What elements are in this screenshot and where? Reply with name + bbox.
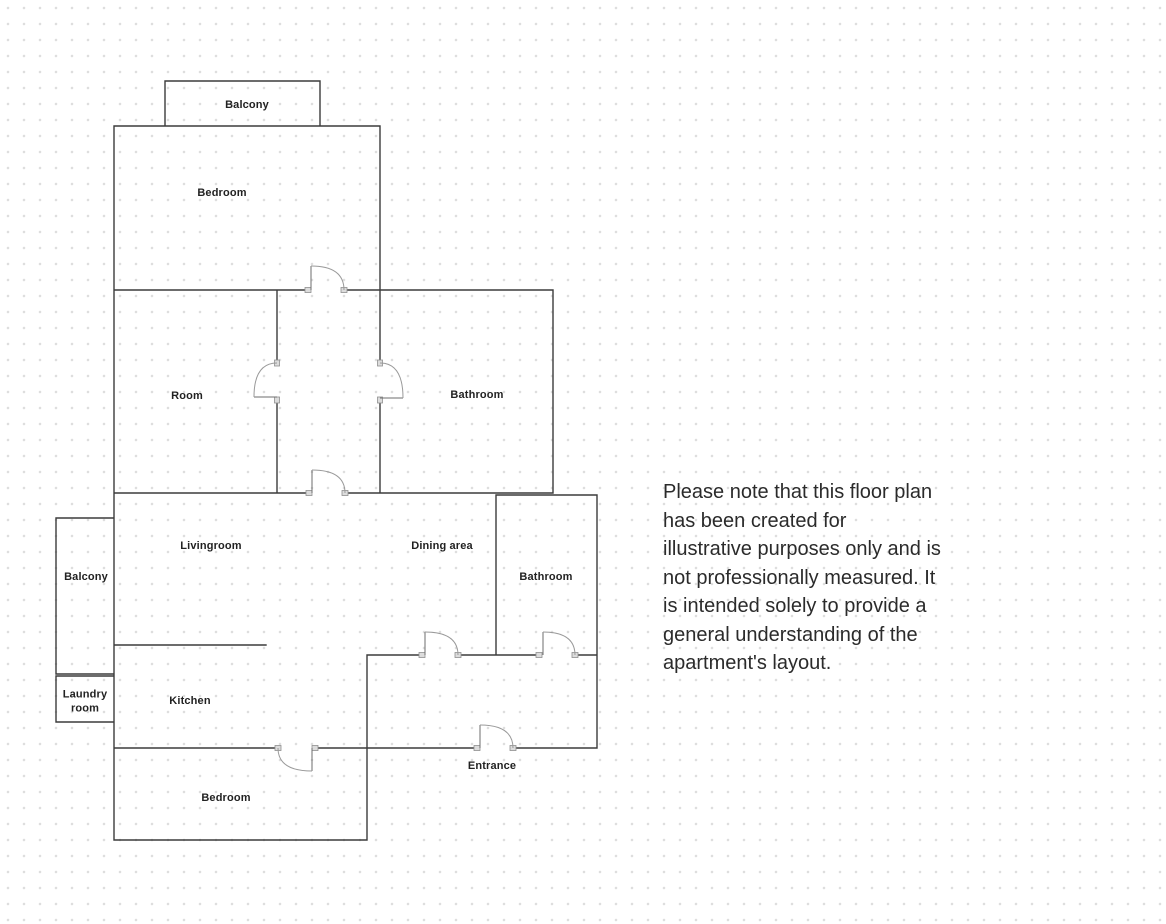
door-jambs (274, 287, 579, 751)
disclaimer-line: has been created for (663, 509, 847, 532)
room-label-bathroom-top: Bathroom (450, 389, 504, 402)
room-label-bedroom-bottom: Bedroom (201, 792, 251, 805)
room-label-bedroom-top: Bedroom (197, 187, 247, 200)
room-label-bathroom-right: Bathroom (519, 571, 573, 584)
walls (55, 80, 598, 841)
room-label-dining-area: Dining area (411, 540, 473, 553)
disclaimer-line: not professionally measured. It (663, 566, 936, 589)
room-label-entrance: Entrance (467, 760, 517, 773)
disclaimer-line: is intended solely to provide a (663, 595, 927, 617)
room-label-laundry-room: Laundry room (62, 688, 108, 714)
room-label-balcony-top: Balcony (225, 99, 269, 112)
disclaimer-line: apartment's layout. (663, 652, 832, 674)
disclaimer-line: general understanding of the (663, 623, 918, 646)
disclaimer-line: illustrative purposes only and is (663, 538, 941, 560)
door-arcs (253, 265, 576, 772)
door-leaves (254, 266, 544, 771)
disclaimer-note: Please note that this floor plan has bee… (663, 478, 941, 678)
room-label-livingroom: Livingroom (180, 540, 242, 553)
disclaimer-line: Please note that this floor plan (663, 481, 933, 503)
room-label-kitchen: Kitchen (169, 695, 211, 708)
room-label-balcony-left: Balcony (64, 571, 108, 584)
room-label-room: Room (171, 390, 203, 403)
